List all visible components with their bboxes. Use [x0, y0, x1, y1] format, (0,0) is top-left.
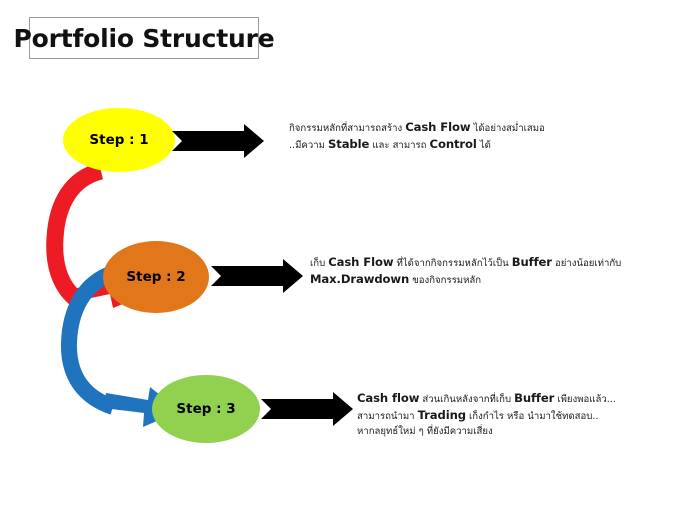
body-text: เพียงพอแล้ว... — [554, 394, 616, 405]
body-text: อย่างน้อยเท่ากับ — [551, 258, 622, 269]
term-emphasis: Max.Drawdown — [310, 271, 410, 286]
description-line: เก็บ Cash Flow ที่ได้จากกิจกรรมหลักไว้เป… — [310, 255, 621, 272]
body-text: สามารถนำมา — [357, 410, 418, 422]
body-text: ..มีความ — [289, 139, 328, 151]
description-line: Cash flow ส่วนเกินหลังจากที่เก็บ Buffer … — [357, 391, 616, 408]
page-title: Portfolio Structure — [13, 23, 275, 53]
body-text: ได้อย่างสม่ำเสมอ — [470, 123, 545, 134]
step-2-ellipse[interactable] — [103, 241, 209, 313]
body-text: เก็บ — [310, 258, 329, 269]
term-emphasis: Cash flow — [357, 391, 420, 405]
step-3-ellipse[interactable] — [152, 375, 260, 443]
step-2-description: เก็บ Cash Flow ที่ได้จากกิจกรรมหลักไว้เป… — [310, 255, 621, 288]
step-1-description: กิจกรรมหลักที่สามารถสร้าง Cash Flow ได้อ… — [289, 120, 545, 153]
term-emphasis: Stable — [328, 136, 370, 151]
term-emphasis: Trading — [417, 407, 466, 422]
body-text: หากลยุทธ์ใหม่ ๆ ที่ยังมีความเสี่ยง — [357, 426, 493, 437]
step-3-description: Cash flow ส่วนเกินหลังจากที่เก็บ Buffer … — [357, 391, 616, 440]
description-line: หากลยุทธ์ใหม่ ๆ ที่ยังมีความเสี่ยง — [357, 424, 616, 440]
description-line: กิจกรรมหลักที่สามารถสร้าง Cash Flow ได้อ… — [289, 120, 545, 137]
body-text: กิจกรรมหลักที่สามารถสร้าง — [289, 123, 406, 134]
term-emphasis: Control — [429, 136, 477, 151]
step-1-ellipse[interactable] — [63, 108, 175, 172]
body-text: ส่วนเกินหลังจากที่เก็บ — [419, 394, 515, 405]
body-text: ของกิจกรรมหลัก — [409, 274, 482, 286]
term-emphasis: Buffer — [514, 391, 555, 405]
page-title-box: Portfolio Structure — [13, 17, 275, 59]
callout-arrow-3 — [261, 392, 353, 426]
body-text: และ สามารถ — [369, 139, 430, 151]
callout-arrow-1 — [172, 124, 264, 158]
term-emphasis: Cash Flow — [405, 120, 471, 134]
description-line: สามารถนำมา Trading เก็งกำไร หรือ นำมาใช้… — [357, 408, 616, 425]
term-emphasis: Buffer — [511, 255, 552, 269]
description-line: Max.Drawdown ของกิจกรรมหลัก — [310, 272, 621, 289]
body-text: ที่ได้จากกิจกรรมหลักไว้เป็น — [393, 258, 512, 269]
description-line: ..มีความ Stable และ สามารถ Control ได้ — [289, 137, 545, 154]
callout-arrow-2 — [211, 259, 303, 293]
body-text: เก็งกำไร หรือ นำมาใช้ทดสอบ.. — [465, 410, 599, 422]
body-text: ได้ — [476, 139, 491, 151]
term-emphasis: Cash Flow — [328, 255, 394, 269]
